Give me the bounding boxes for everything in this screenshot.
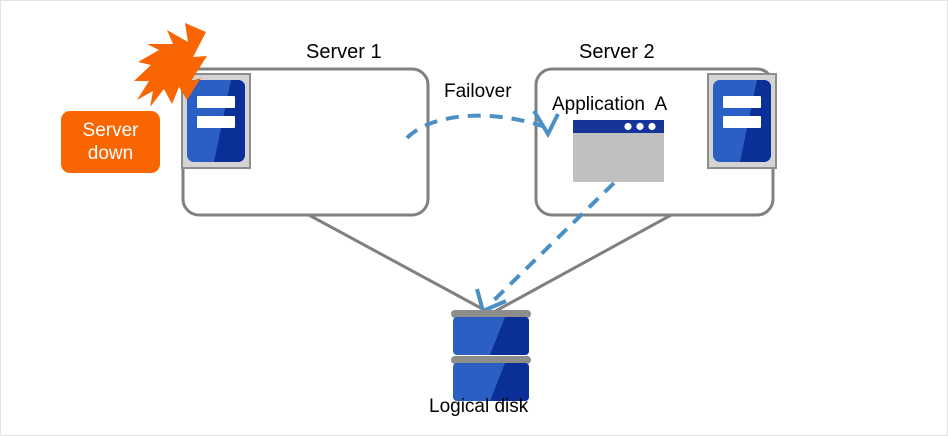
lightning-burst-icon <box>134 23 207 107</box>
server-down-line1: Server <box>82 120 139 141</box>
server-down-badge: Server down <box>61 111 160 173</box>
failover-label: Failover <box>444 81 512 102</box>
connector-lines <box>306 212 674 315</box>
application-window-icon <box>573 120 664 182</box>
logical-disk-label: Logical disk <box>429 396 529 417</box>
stacked-disk-icon <box>451 310 531 401</box>
server-rack-icon <box>707 73 777 169</box>
dashed-curved-arrow-icon <box>405 109 560 140</box>
server-down-line2: down <box>87 143 134 164</box>
server1-title: Server 1 <box>306 41 382 63</box>
server2-title: Server 2 <box>579 41 655 63</box>
application-label: Application A <box>552 94 668 115</box>
